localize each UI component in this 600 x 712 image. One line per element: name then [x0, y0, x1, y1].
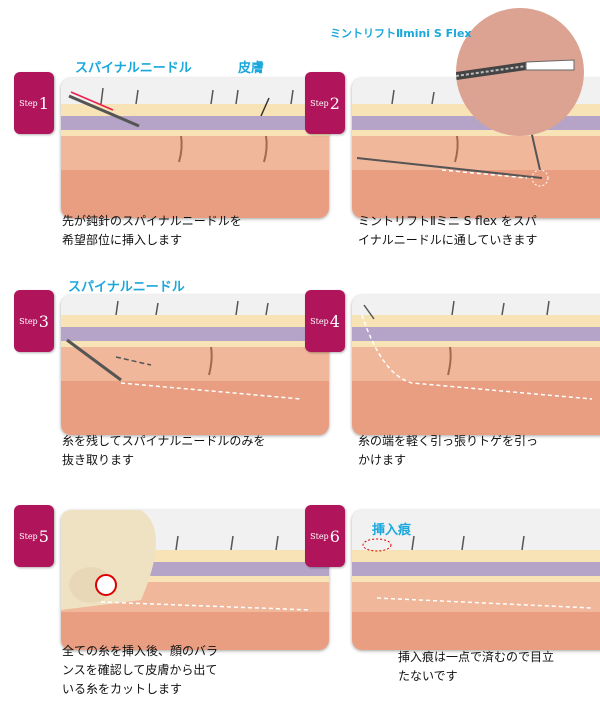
step5-caption: 全ての糸を挿入後、顔のバラ ンスを確認して皮膚から出て いる糸をカットします — [62, 644, 219, 696]
skin-cross-section-5 — [61, 510, 329, 650]
step4-panel — [352, 295, 600, 435]
step3-caption: 糸を残してスパイナルニードルのみを 抜き取ります — [62, 434, 266, 467]
skin-cross-section-3 — [61, 300, 329, 435]
spinal-needle-label-1: スパイナルニードル — [75, 61, 192, 76]
product-label: ミントリフトⅡmini S Flex — [330, 27, 472, 40]
skin-cross-section-4 — [352, 300, 600, 435]
skin-cross-section-1 — [61, 78, 329, 218]
step5-panel — [61, 510, 329, 650]
step1-panel — [61, 78, 329, 218]
step6-panel — [352, 510, 600, 650]
step6-caption: 挿入痕は一点で済むので目立 たないです — [398, 650, 555, 683]
step2-caption: ミントリフトⅡミニ S flex をスパ イナルニードルに通していきます — [358, 214, 538, 247]
skin-label: 皮膚 — [238, 61, 265, 76]
insertion-mark-label: 挿入痕 — [372, 523, 412, 538]
step3-panel — [61, 295, 329, 435]
spinal-needle-label-3: スパイナルニードル — [68, 280, 185, 295]
skin-cross-section-6 — [352, 535, 600, 650]
step1-caption: 先が鈍針のスパイナルニードルを 希望部位に挿入します — [62, 214, 242, 247]
product-zoom-circle — [456, 8, 584, 136]
step4-caption: 糸の端を軽く引っ張りトゲを引っ かけます — [358, 434, 539, 467]
